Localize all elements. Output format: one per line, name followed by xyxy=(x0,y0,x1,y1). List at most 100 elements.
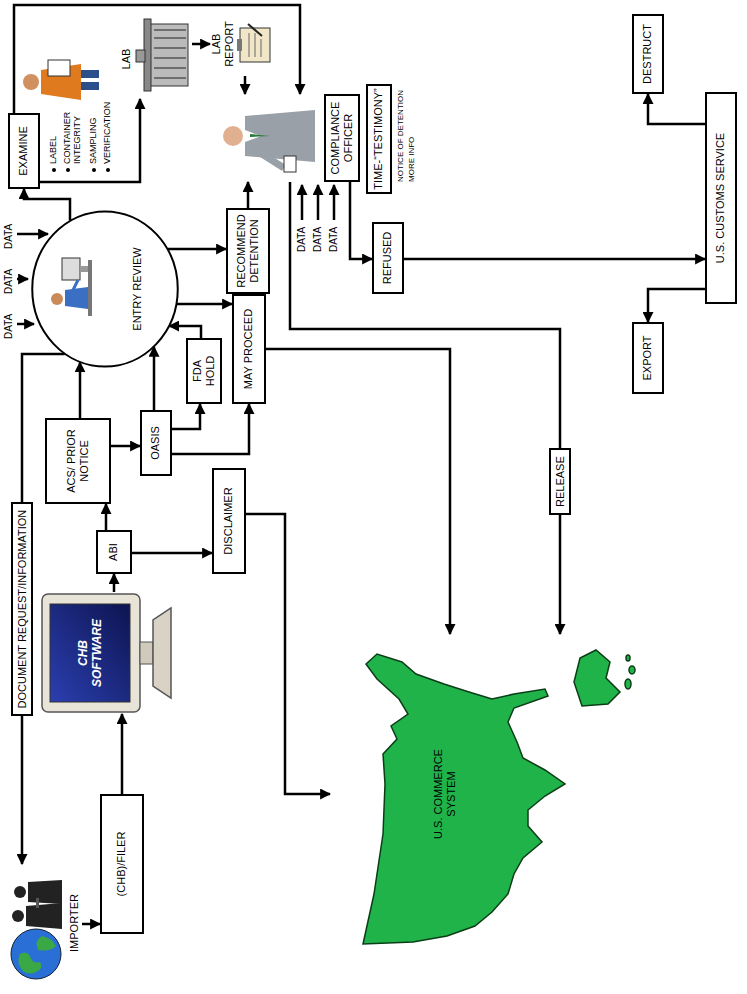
flow-arrow xyxy=(648,94,705,124)
flow-arrow xyxy=(111,445,140,448)
node-text: ENTRY REVIEW xyxy=(131,247,144,330)
node-text: FDA HOLD xyxy=(191,345,217,397)
review-ellipse: ENTRY REVIEW xyxy=(30,209,180,369)
note-label: DATA xyxy=(296,227,308,252)
note-label: MORE INFO xyxy=(407,137,416,182)
reviewer-picture xyxy=(51,258,92,316)
node-text: (CHB)/FILER xyxy=(115,832,128,897)
officer-picture xyxy=(223,110,315,172)
label-text: DATA xyxy=(312,227,324,252)
flow-arrow xyxy=(82,923,100,926)
flow-arrow xyxy=(153,347,156,410)
monitor-outline xyxy=(40,592,175,714)
node-text: TIME-“TESTIMONY” xyxy=(372,88,385,189)
bullet-dot xyxy=(66,168,70,172)
node-text: ABI xyxy=(107,543,120,561)
node-text: EXAMINE xyxy=(17,126,30,176)
examiner-picture xyxy=(23,60,99,100)
node-text: CHB SOFTWARE xyxy=(52,606,128,700)
node-text: RECOMMEND DETENTION xyxy=(235,214,261,287)
note-label: DATA xyxy=(328,227,340,252)
process-box: TIME-“TESTIMONY” xyxy=(366,84,392,194)
node-text: DESTRUCT xyxy=(641,24,654,84)
us-map-region: U.S. COMMERCE SYSTEM xyxy=(330,634,640,954)
label-text: DATA xyxy=(328,227,340,252)
process-box: (CHB)/FILER xyxy=(100,794,144,934)
flow-arrow xyxy=(246,514,330,794)
label-text: VERIFICATION xyxy=(102,92,112,164)
data-arrows xyxy=(17,185,334,324)
note-label: DATA xyxy=(3,269,15,294)
bullet-dot xyxy=(52,168,56,172)
node-text: EXPORT xyxy=(641,335,654,380)
bullet-item: LABEL xyxy=(48,92,58,172)
report-node: LAB REPORT xyxy=(210,12,272,76)
bullet-item: VERIFICATION xyxy=(102,92,112,172)
bullet-dot xyxy=(92,168,96,172)
flow-arrow xyxy=(172,404,200,429)
note-label: DATA xyxy=(312,227,324,252)
report-clipboard xyxy=(237,24,270,62)
edge-label-box: DOCUMENT REQUEST/INFORMATION xyxy=(11,502,33,717)
importer-picture xyxy=(11,880,62,979)
map-outline xyxy=(330,634,640,954)
officer-node: COMPLIANCE OFFICER xyxy=(215,94,360,182)
flow-arrow xyxy=(247,182,250,208)
flow-arrow xyxy=(177,303,232,306)
bullet-item: CONTAINER INTEGRITY xyxy=(62,92,83,172)
node-text: U.S. CUSTOMS SERVICE xyxy=(714,133,727,263)
process-box: DESTRUCT xyxy=(632,14,664,94)
node-text: LAB xyxy=(120,49,133,70)
note-label: DATA xyxy=(3,314,15,339)
process-box: U.S. CUSTOMS SERVICE xyxy=(705,92,737,304)
flow-arrow xyxy=(113,574,116,592)
flow-arrow xyxy=(192,43,210,46)
note-label: NOTICE OF DETENTION xyxy=(396,90,405,182)
process-box: EXAMINE xyxy=(8,113,40,189)
flow-arrow xyxy=(172,404,249,454)
bullet-dot xyxy=(106,168,110,172)
flow-arrow xyxy=(290,182,560,634)
label-text: DATA xyxy=(3,269,15,294)
node-text: OASIS xyxy=(149,426,162,460)
lab-building xyxy=(136,19,188,91)
flow-arrow xyxy=(121,714,124,794)
importer-node: IMPORTER xyxy=(8,864,82,982)
note-label: DATA xyxy=(3,224,15,249)
node-text: DISCLAIMER xyxy=(222,487,235,554)
node-text: MAY PROCEED xyxy=(242,309,255,389)
process-box: REFUSED xyxy=(372,222,404,294)
flow-arrow xyxy=(168,248,226,251)
node-text: U.S. COMMERCE SYSTEM xyxy=(432,748,458,840)
flow-arrow xyxy=(648,289,705,322)
flow-arrow xyxy=(79,362,82,418)
flow-arrow xyxy=(14,5,300,113)
process-box: ABI xyxy=(96,530,132,574)
flow-arrow xyxy=(404,258,705,261)
bullet-item: SAMPLING xyxy=(88,92,98,172)
flow-arrow xyxy=(24,189,70,221)
label-text: SAMPLING xyxy=(88,92,98,164)
lab-node: LAB xyxy=(120,19,192,99)
flow-arrow xyxy=(266,349,450,634)
edge-label-box: RELEASE xyxy=(549,448,571,515)
process-box: OASIS xyxy=(140,410,172,476)
label-text: DATA xyxy=(3,224,15,249)
node-text: ACS/ PRIOR NOTICE xyxy=(65,425,91,497)
node-text: LAB REPORT xyxy=(210,12,236,76)
ellipse-outline xyxy=(30,209,180,369)
process-box: RECOMMEND DETENTION xyxy=(226,208,270,294)
label-text: NOTICE OF DETENTION xyxy=(396,90,405,182)
label-text: DATA xyxy=(296,227,308,252)
node-text: COMPLIANCE OFFICER xyxy=(324,94,360,182)
flow-arrow xyxy=(169,326,201,338)
process-box: ACS/ PRIOR NOTICE xyxy=(45,418,111,504)
process-box: EXPORT xyxy=(632,322,664,394)
flow-arrow xyxy=(244,76,247,94)
flow-arrow xyxy=(132,552,212,555)
label-text: LABEL xyxy=(48,92,58,164)
process-box: DISCLAIMER xyxy=(212,468,246,574)
node-text: REFUSED xyxy=(381,232,394,285)
flow-arrow xyxy=(105,504,108,530)
